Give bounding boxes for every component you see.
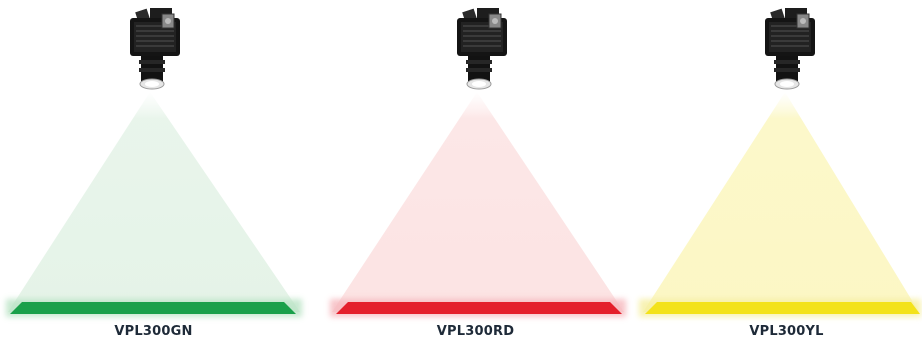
light-illustration xyxy=(330,8,626,317)
floor-projection-bar xyxy=(336,302,622,314)
product-panel-red: VPL300RD xyxy=(322,0,629,348)
light-beam xyxy=(643,92,919,312)
projector-fixture xyxy=(130,8,180,90)
light-illustration xyxy=(6,8,302,317)
model-label: VPL300RD xyxy=(436,324,515,339)
product-panel-green: VPL300GN xyxy=(0,0,307,348)
floor-projection-bar xyxy=(10,302,296,314)
projector-fixture xyxy=(765,8,815,90)
floor-projection-bar xyxy=(645,302,920,314)
light-illustration xyxy=(639,8,921,317)
light-beam xyxy=(8,92,300,312)
model-label: VPL300YL xyxy=(749,324,824,339)
projector-fixture xyxy=(457,8,507,90)
model-label: VPL300GN xyxy=(114,324,193,339)
product-panel-yellow: VPL300YL xyxy=(615,0,922,348)
light-beam xyxy=(332,92,624,312)
